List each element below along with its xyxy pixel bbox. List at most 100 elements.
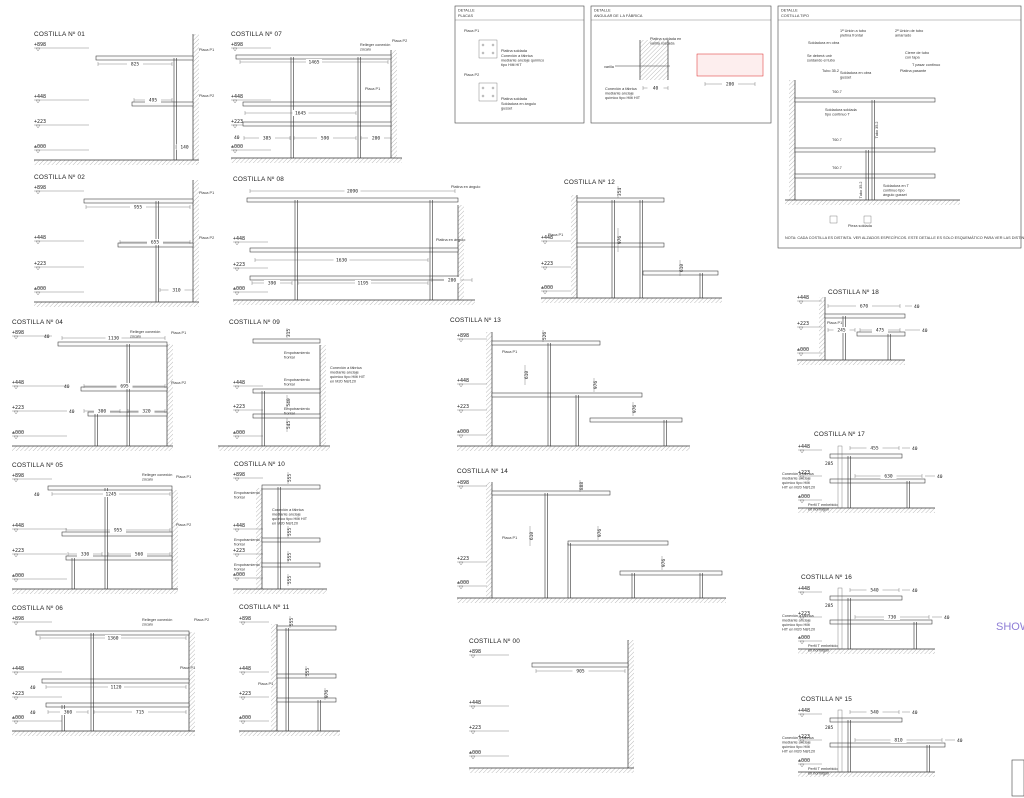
level-marker: +448 [469, 700, 509, 710]
level-label: ±000 [239, 715, 251, 721]
section-c10: COSTILLA Nº 10+898+448+223±0005555555555… [233, 461, 327, 594]
level-label: +448 [34, 94, 46, 100]
dimension-value: 40 [944, 615, 950, 621]
dimension-value: 1360 [107, 636, 118, 642]
section-c06: COSTILLA Nº 06+898+448+223±0001360112036… [12, 605, 209, 736]
annotation: en hormigón [808, 772, 829, 776]
dimension-value: 825 [131, 62, 140, 68]
section-c13: COSTILLA Nº 13+898+448+223±0005266109769… [450, 317, 690, 451]
level-label: ±000 [798, 494, 810, 500]
annotation: Placa P2 [171, 381, 186, 385]
annotation: continuo tipo [883, 189, 905, 193]
wall-hatch [571, 195, 577, 298]
annotation: Placa P1 [199, 48, 214, 52]
shelf-board [87, 411, 168, 417]
shelf-board [252, 388, 321, 394]
level-label: +448 [34, 235, 46, 241]
shelf-board [47, 485, 173, 491]
ground-hatch [12, 731, 195, 736]
level-marker: +898 [457, 333, 487, 343]
dimension-value: 495 [149, 98, 158, 104]
section-title: COSTILLA Nº 06 [12, 605, 63, 612]
shelf-board [131, 101, 194, 107]
level-label: +448 [12, 666, 24, 672]
annotation: Placa P1 [365, 87, 380, 91]
dimension-value: 555 [287, 474, 293, 483]
shelf-board [276, 697, 337, 703]
section-title: COSTILLA Nº 02 [34, 174, 85, 181]
shelf-board [249, 247, 459, 253]
level-marker: +448 [457, 378, 487, 388]
dimension-gap [368, 135, 384, 141]
dimension-value: 670 [860, 304, 869, 310]
annotation: Platina soldada [501, 49, 528, 53]
level-marker: ±000 [457, 429, 487, 439]
level-label: +448 [233, 523, 245, 529]
annotation: Placa P1 [176, 475, 191, 479]
level-marker: ±000 [797, 347, 822, 357]
level-marker: +448 [798, 444, 822, 454]
annotation: Empotramiento [284, 407, 310, 411]
section-title: COSTILLA Nº 05 [12, 462, 63, 469]
level-marker: ±000 [798, 494, 822, 504]
shelf-board [261, 537, 321, 543]
annotation: Perfil T embebido [808, 503, 838, 507]
annotation: Cierre de tubo [905, 51, 929, 55]
anchor-plate [837, 587, 843, 650]
annotation: zócalo [360, 48, 371, 52]
annotation: Relleger conexión [142, 618, 172, 622]
ground-hatch [231, 158, 402, 163]
level-label: +223 [457, 404, 469, 410]
ground-hatch [469, 768, 634, 773]
shelf-board [824, 313, 906, 319]
section-c04: COSTILLA Nº 04+898+448+223±0001130695300… [12, 319, 186, 451]
level-marker: +223 [798, 734, 822, 744]
level-label: +448 [12, 380, 24, 386]
shelf-board [57, 341, 168, 347]
annotation: Placa P1 [258, 682, 273, 686]
level-label: +223 [469, 725, 481, 731]
dimension-value: 540 [286, 398, 292, 407]
level-label: +223 [797, 321, 809, 327]
shelf-board [35, 630, 190, 636]
dimension-value: 905 [576, 669, 585, 675]
annotation: zócalo [142, 478, 153, 482]
annotation: soldando el tubo [807, 59, 835, 63]
detail-header: DETALLE [458, 9, 475, 13]
annotation: zócalo [142, 623, 153, 627]
ground-hatch [457, 446, 690, 451]
annotation: Empotramiento [234, 538, 260, 542]
level-label: +448 [797, 295, 809, 301]
shelf-board [65, 555, 173, 561]
annotation: HIT en M20 N8/120 [782, 750, 815, 754]
annotation: frontal [234, 543, 245, 547]
annotation: varilla [604, 65, 615, 69]
wall-hatch [819, 297, 825, 360]
bolt-hole [491, 43, 495, 47]
dimension-value: 40 [30, 710, 36, 716]
shelf-board [829, 717, 903, 723]
section-title: COSTILLA Nº 11 [239, 604, 290, 611]
level-marker: ±000 [798, 635, 822, 645]
shelf-board [261, 562, 321, 568]
ground-hatch [798, 772, 935, 777]
section-c11: COSTILLA Nº 11+898+448+223±000555555976P… [239, 604, 340, 736]
dimension-gap [306, 59, 322, 65]
dimension-value: 40 [69, 409, 75, 415]
dimension-value: 976 [593, 381, 599, 390]
dimension-value: 1245 [105, 492, 116, 498]
detail-frame [454, 5, 585, 124]
dimension-gap [116, 383, 133, 389]
annotation: Conexión a fábrica [272, 508, 305, 512]
wall-hatch [189, 632, 195, 731]
dimension-value: 1195 [357, 281, 368, 287]
level-label: +223 [12, 691, 24, 697]
level-marker: ±000 [12, 715, 62, 725]
shelf-board [829, 742, 946, 748]
annotation: Relleger conexión [360, 43, 390, 47]
annotation: mediante anclaje [330, 371, 359, 375]
annotation: tipo continuo T [825, 113, 851, 117]
section-title: COSTILLA Nº 13 [450, 317, 501, 324]
level-label: +223 [541, 261, 553, 267]
